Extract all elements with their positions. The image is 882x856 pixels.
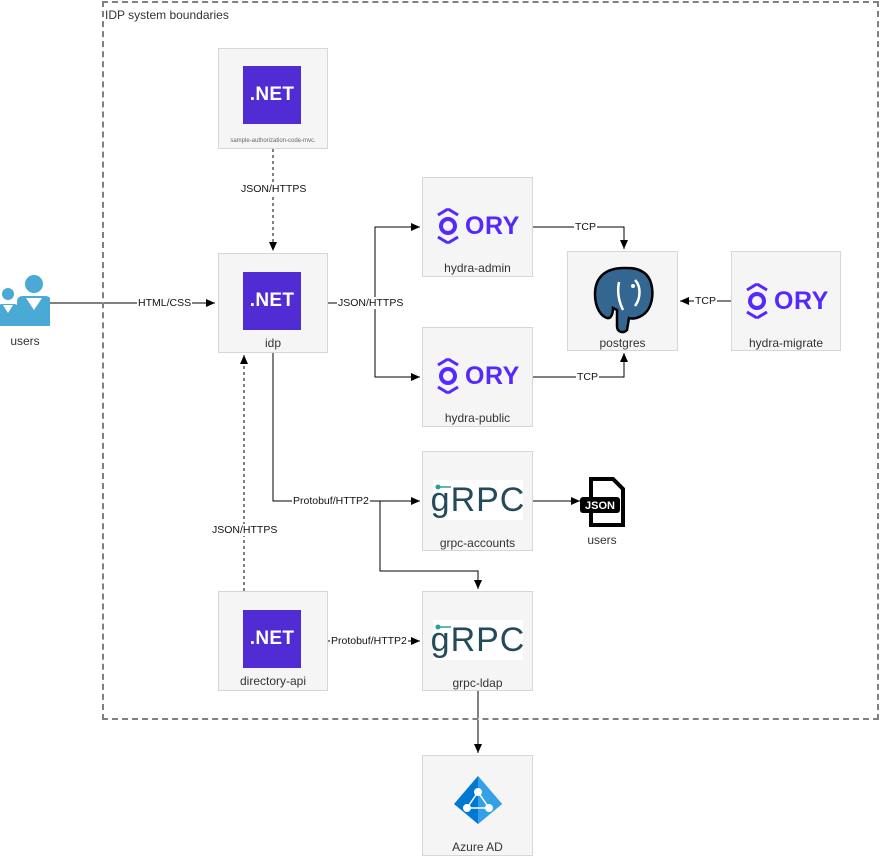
node-grpc-accounts-label: grpc-accounts [439,536,516,550]
edge-hydra-admin-postgres [533,226,628,249]
edge-label-idp-grpc: Protobuf/HTTP2 [292,495,370,507]
json-badge-text: JSON [585,500,615,512]
edge-label-directory-idp: JSON/HTTPS [211,524,279,536]
json-file-icon: JSON [580,477,625,527]
node-hydra-admin-label: hydra-admin [444,261,511,275]
ory-icon [437,208,459,244]
node-idp-label: idp [264,336,281,350]
ory-icon [746,283,768,319]
users-json-label: users [587,533,617,547]
node-idp: .NET idp [218,253,328,353]
edge-label-directory-ldap: Protobuf/HTTP2 [330,635,408,647]
node-postgres: postgres [567,251,678,351]
edge-hydra-public-postgres [533,353,628,378]
edge-label-idp-hydra: JSON/HTTPS [337,297,405,309]
ory-logo-text: ORY [465,361,520,390]
dotnet-logo-icon: .NET [243,272,301,330]
ory-logo: ORY [437,358,520,394]
users-actor-icon [0,275,50,326]
edge-label-hydra-admin-pg: TCP [574,221,597,233]
node-hydra-migrate-label: hydra-migrate [748,336,824,350]
node-hydra-public-label: hydra-public [444,411,511,425]
grpc-logo: gRPC [431,480,524,520]
dotnet-logo-icon: .NET [243,66,301,124]
node-azure-ad-label: Azure AD [452,840,503,854]
ory-logo-text: ORY [465,211,520,240]
node-grpc-ldap-label: grpc-ldap [452,676,503,690]
ory-icon [437,358,459,394]
edge-label-users-idp: HTML/CSS [137,297,193,309]
azure-ad-icon [454,776,502,824]
edge-idp-grpc-ldap [379,501,482,589]
node-sample-client: .NET sample-authorization-code-mvc. [218,48,328,149]
node-hydra-admin: ORY hydra-admin [422,177,533,277]
edge-label-hydra-public-pg: TCP [576,371,599,383]
node-postgres-label: postgres [599,336,646,350]
node-grpc-ldap: gRPC grpc-ldap [422,591,533,691]
node-hydra-migrate: ORY hydra-migrate [731,251,841,351]
grpc-connector-icon [435,484,451,490]
system-boundary [102,1,879,720]
ory-logo-text: ORY [774,286,829,315]
node-hydra-public: ORY hydra-public [422,327,533,427]
users-actor-label: users [10,334,40,348]
ory-logo: ORY [437,208,520,244]
grpc-logo: gRPC [431,620,524,660]
node-directory-api: .NET directory-api [218,591,328,691]
edge-label-migrate-pg: TCP [694,295,717,307]
system-boundary-label: IDP system boundaries [105,8,229,22]
edge-idp-grpc-accounts [272,352,420,505]
dotnet-logo-icon: .NET [243,610,301,668]
ory-logo: ORY [746,283,829,319]
node-directory-api-label: directory-api [239,674,307,688]
edge-idp-hydra-public [374,303,420,381]
node-azure-ad: Azure AD [422,755,533,856]
grpc-connector-icon [435,624,451,630]
node-sample-client-label: sample-authorization-code-mvc. [230,138,316,144]
edge-label-sample-idp: JSON/HTTPS [240,183,308,195]
postgres-elephant-icon [593,266,654,334]
node-grpc-accounts: gRPC grpc-accounts [422,451,533,551]
